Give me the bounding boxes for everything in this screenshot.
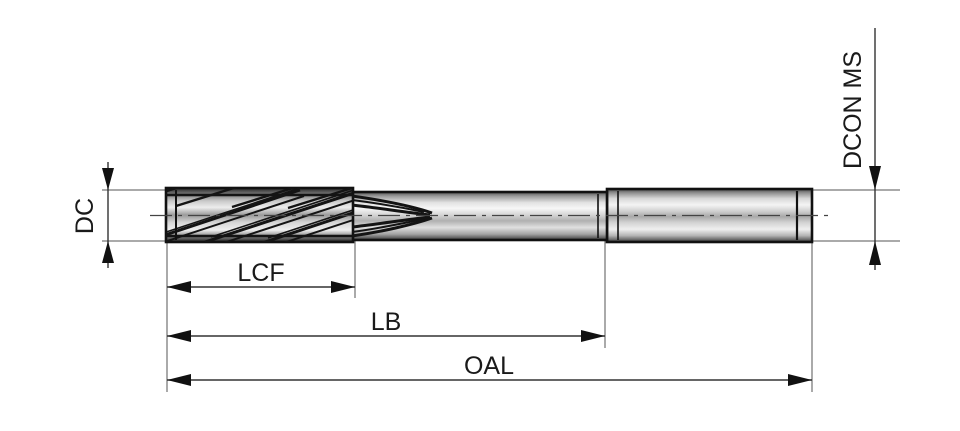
dim-label-dc: DC: [71, 198, 99, 234]
arrow-dc-top: [102, 168, 114, 190]
dimension-dc: DC: [71, 162, 114, 268]
dimension-dcon-ms: DCON MS: [839, 28, 881, 270]
tool-geometry: [150, 186, 832, 244]
arrow-oal-right: [788, 374, 812, 386]
dim-label-dcon-ms: DCON MS: [839, 51, 867, 169]
arrow-dcon-top: [869, 166, 881, 190]
dim-label-oal: OAL: [464, 352, 514, 380]
dimension-lcf: LCF: [167, 259, 355, 293]
arrow-dcon-bottom: [869, 241, 881, 265]
arrow-oal-left: [167, 374, 191, 386]
arrow-lcf-right: [331, 281, 355, 293]
arrow-dc-bottom: [102, 241, 114, 263]
flute-helix-lines: [166, 188, 352, 242]
arrow-lb-left: [167, 330, 191, 342]
flute-runout: [352, 194, 433, 238]
dim-label-lcf: LCF: [237, 259, 284, 287]
dim-label-lb: LB: [371, 308, 402, 336]
dimension-oal: OAL: [167, 352, 812, 386]
arrow-lb-right: [581, 330, 605, 342]
arrow-lcf-left: [167, 281, 191, 293]
dimension-lb: LB: [167, 308, 605, 342]
